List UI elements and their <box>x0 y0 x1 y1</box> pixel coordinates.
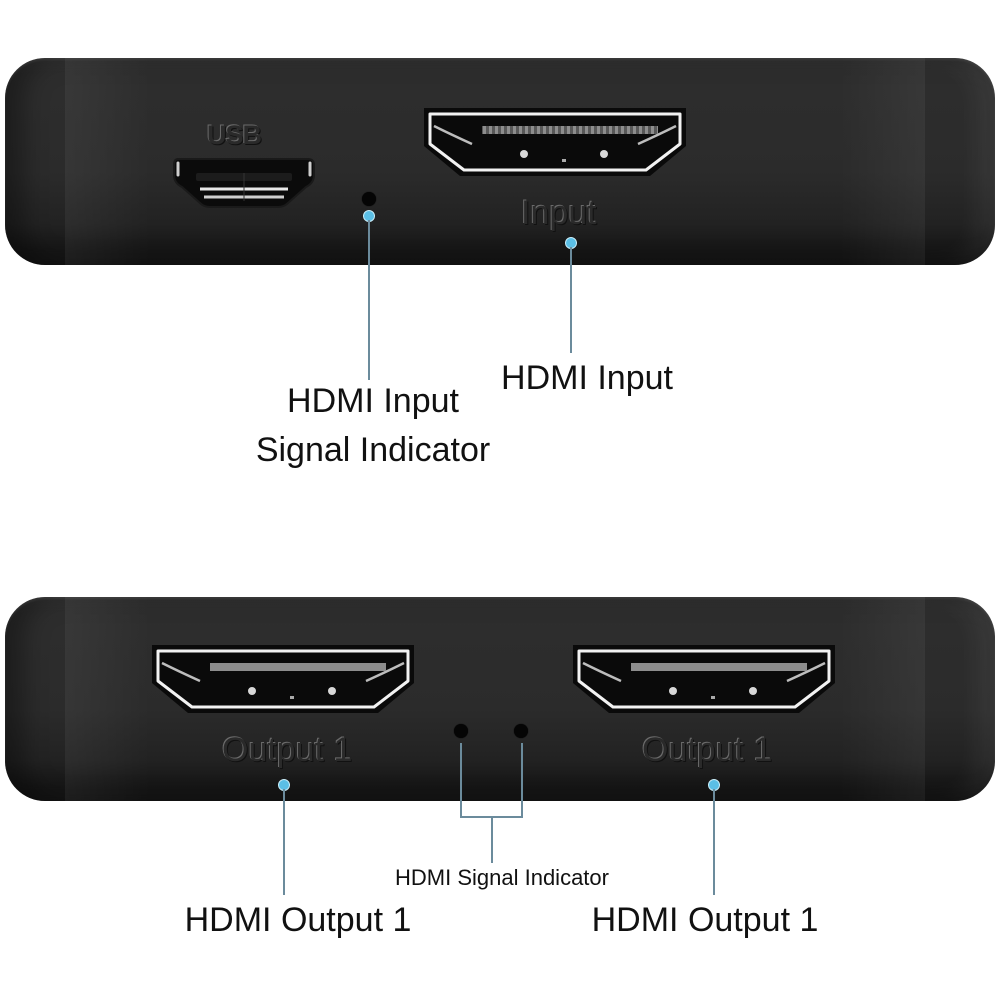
input-signal-led <box>362 192 376 206</box>
hdmi-output-right-port-icon <box>573 645 835 713</box>
signal-indicator-bracket-stem <box>491 816 493 863</box>
hdmi-input-label: HDMI Input <box>501 359 673 397</box>
hdmi-output-left-port-icon <box>152 645 414 713</box>
usb-port-label: USB <box>207 120 262 150</box>
input-indicator-leader-line <box>368 220 370 380</box>
hdmi-input-leader-line <box>570 247 572 353</box>
hdmi-input-port-icon <box>424 108 686 176</box>
hdmi-output-right-label: HDMI Output 1 <box>591 901 819 939</box>
micro-usb-port-icon <box>173 158 315 208</box>
output-left-port-label: Output 1 <box>222 731 353 769</box>
hdmi-output-left-label: HDMI Output 1 <box>184 901 412 939</box>
input-port-label: Input <box>521 194 597 232</box>
input-signal-indicator-label-line1: HDMI Input <box>287 382 459 420</box>
output-signal-led-2 <box>514 724 528 738</box>
signal-indicator-bracket-left <box>460 743 462 818</box>
input-signal-indicator-label-line2: Signal Indicator <box>255 431 491 469</box>
hdmi-signal-indicator-label: HDMI Signal Indicator <box>395 865 609 890</box>
signal-indicator-bracket-right <box>521 743 523 818</box>
output-right-port-label: Output 1 <box>642 731 773 769</box>
output-right-leader-line <box>713 789 715 895</box>
output-left-leader-line <box>283 789 285 895</box>
output-signal-led-1 <box>454 724 468 738</box>
input-signal-indicator-label: HDMI Input Signal Indicator <box>238 381 508 470</box>
